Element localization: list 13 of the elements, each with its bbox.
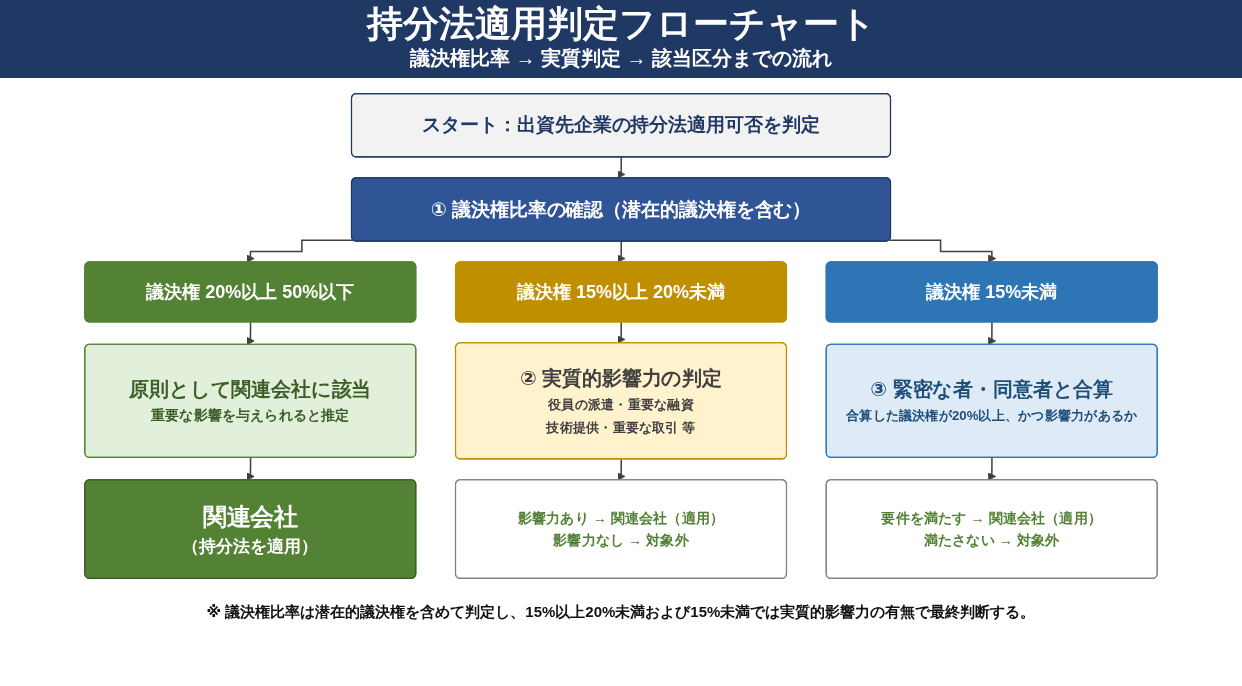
subtitle: 議決権比率 → 実質判定 → 該当区分までの流れ — [409, 46, 833, 71]
footnote: ※ 議決権比率は潜在的議決権を含めて判定し、15%以上20%未満および15%未満では実質的影響力の有無で最終判断する。 — [206, 602, 1036, 622]
arrow — [987, 457, 997, 481]
arrow — [987, 321, 997, 346]
arrow — [246, 457, 255, 481]
arrow — [246, 321, 255, 346]
arrow — [246, 239, 355, 263]
arrow — [617, 156, 626, 179]
arrow — [617, 458, 626, 481]
arrow — [617, 240, 626, 263]
title: 持分法適用判定フローチャート — [366, 3, 876, 45]
arrow — [888, 239, 997, 263]
arrow — [617, 321, 626, 344]
